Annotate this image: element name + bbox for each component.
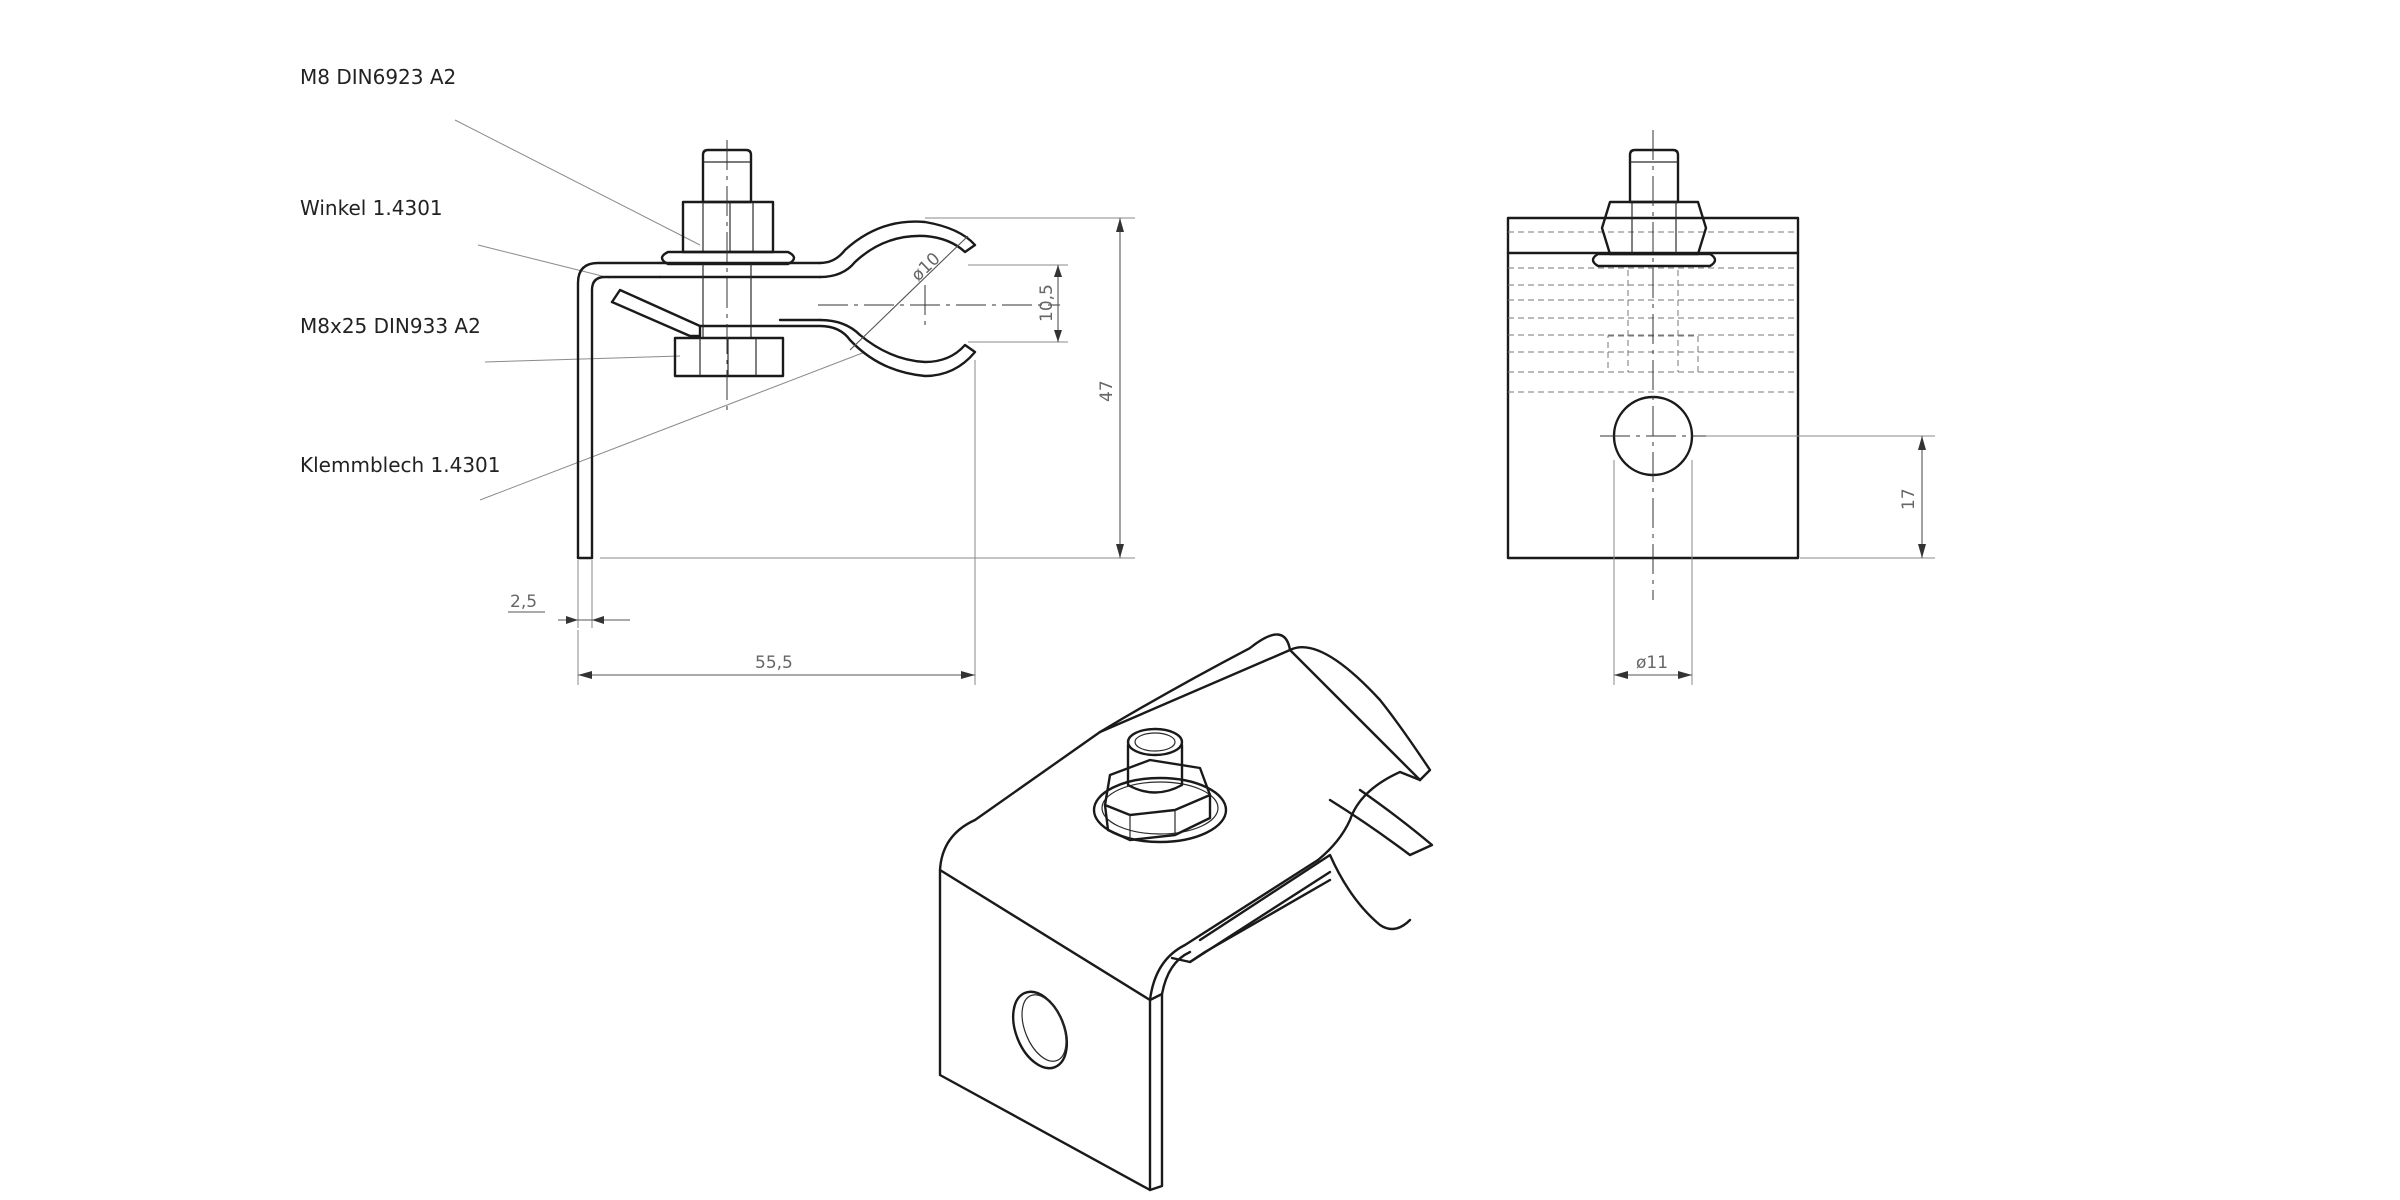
dim-thickness: 2,5 <box>510 592 537 612</box>
dim-hole-diameter: ø11 <box>1636 653 1668 673</box>
label-angle: Winkel 1.4301 <box>300 196 443 220</box>
dim-gap: 10,5 <box>1037 284 1057 322</box>
front-view <box>576 140 1060 560</box>
isometric-view <box>938 633 1434 1192</box>
label-clamp-plate: Klemmblech 1.4301 <box>300 453 501 477</box>
side-view <box>1506 130 1800 600</box>
dim-length: 55,5 <box>755 653 793 673</box>
label-washer-nut: M8 DIN6923 A2 <box>300 65 456 89</box>
front-dimensions: ø10 10,5 47 2,5 55,5 <box>508 217 1135 685</box>
label-bolt: M8x25 DIN933 A2 <box>300 314 481 338</box>
dim-height: 47 <box>1097 380 1117 402</box>
leader-lines <box>454 119 866 501</box>
dim-hole-height: 17 <box>1899 488 1919 510</box>
dim-clamp-diameter: ø10 <box>908 249 945 286</box>
side-dimensions: 17 ø11 <box>1613 435 1935 685</box>
